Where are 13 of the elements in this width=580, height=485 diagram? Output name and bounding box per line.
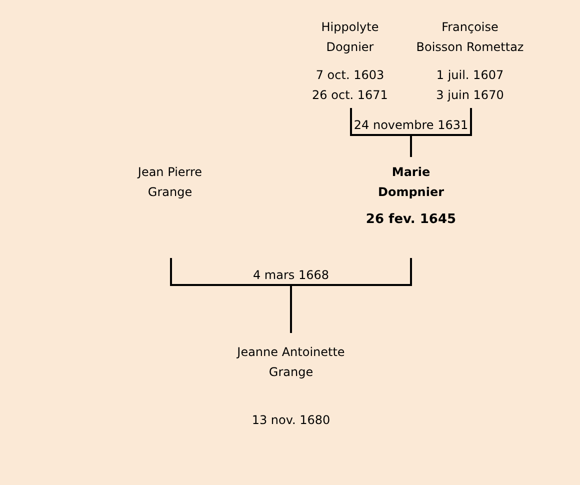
date-text: 26 fev. 1645 xyxy=(366,211,456,229)
person-name: Hippolyte Dognier xyxy=(321,19,379,56)
person-name: Jean Pierre Grange xyxy=(138,164,202,201)
person-name: Jeanne Antoinette Grange xyxy=(237,344,345,381)
date-text: 26 oct. 1671 xyxy=(312,87,388,104)
date-text: 7 oct. 1603 xyxy=(316,67,384,84)
person-name: Françoise Boisson Romettaz xyxy=(416,19,524,56)
date-text: 3 juin 1670 xyxy=(436,87,504,104)
date-text: 13 nov. 1680 xyxy=(252,412,330,429)
connector-line xyxy=(410,108,472,157)
person-name: Marie Dompnier xyxy=(378,164,444,201)
connector-line xyxy=(290,258,412,333)
date-text: 1 juil. 1607 xyxy=(436,67,504,84)
